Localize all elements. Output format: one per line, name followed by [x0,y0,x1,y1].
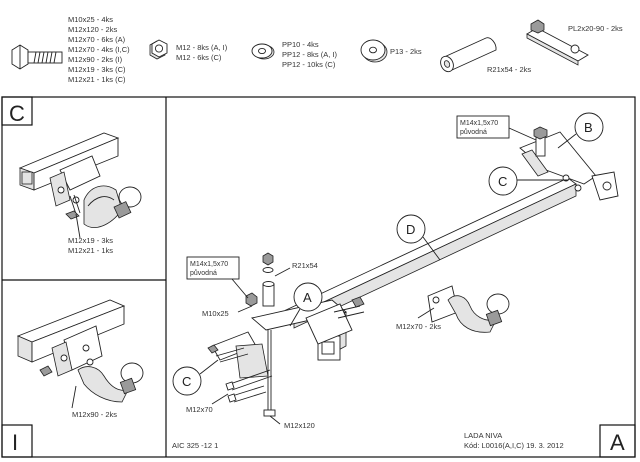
stud-box-left: M14x1,5x70 původná [186,256,249,299]
panel-c-letter: C [9,101,25,126]
svg-text:B: B [584,120,593,135]
callout-b: B [557,112,604,149]
svg-text:C: C [498,174,507,189]
nut-icon [149,39,168,60]
large-washer-icon [360,39,388,63]
svg-text:M14x1,5x70 původná: M14x1,5x70 původná [190,261,230,277]
footer-vehicle: LADA NIVA Kód: L0016(A,I,C) 19. 3. 2012 [464,431,564,450]
panel-i-hitch-drawing [16,299,144,403]
panel-i-letter: I [12,430,18,455]
sheet-frame [1,96,636,458]
label-m10x25: M10x25 [202,309,229,318]
washer-icon [251,43,275,60]
panel-a-letter: A [610,430,625,455]
svg-text:C: C [182,374,191,389]
callout-c-top: C [488,166,568,196]
bolt-icon [11,44,63,70]
panel-c: C M12x19 - 3ks M12x21 - 1ks [9,101,142,255]
stud-box-top: M14x1,5x70 původná [456,115,537,141]
tube-icon [440,37,497,73]
washers-text: PP10 - 4ks PP12 - 8ks (A, I) PP12 - 10ks… [282,40,339,69]
plate-text: PL2x20-90 - 2ks [568,24,623,33]
label-r21x54: R21x54 [292,261,318,270]
parts-legend: M10x25 - 4ks M12x120 - 2ks M12x70 - 6ks … [11,15,623,84]
label-m12x120: M12x120 [284,421,315,430]
large-washer-text: P13 - 2ks [390,47,422,56]
nuts-text: M12 - 8ks (A, I) M12 - 6ks (C) [176,43,229,62]
panel-c-leader [75,213,81,239]
svg-text:A: A [303,290,312,305]
tube-text: R21x54 - 2ks [487,65,531,74]
callout-a: A [289,282,323,327]
label-m12x70-right: M12x70 - 2ks [396,322,441,331]
callout-c-bottom: C [172,359,219,396]
label-m12x70-left: M12x70 [186,405,213,414]
callout-d: D [396,214,441,261]
panel-i-leader [71,385,77,409]
crossbar-drawing [207,126,619,417]
footer-code: AIC 325 -12 1 [172,441,218,450]
svg-text:M14x1,5x70 původná: M14x1,5x70 původná [460,120,500,136]
panel-i-label: M12x90 - 2ks [72,410,117,419]
svg-text:D: D [406,222,415,237]
panel-c-hitch-drawing [18,132,142,228]
bolts-text: M10x25 - 4ks M12x120 - 2ks M12x70 - 6ks … [68,15,132,84]
panel-a: A [172,112,625,455]
plate-icon [526,19,589,66]
panel-c-labels: M12x19 - 3ks M12x21 - 1ks [68,236,115,255]
panel-i: I M12x90 - 2ks [12,299,144,455]
